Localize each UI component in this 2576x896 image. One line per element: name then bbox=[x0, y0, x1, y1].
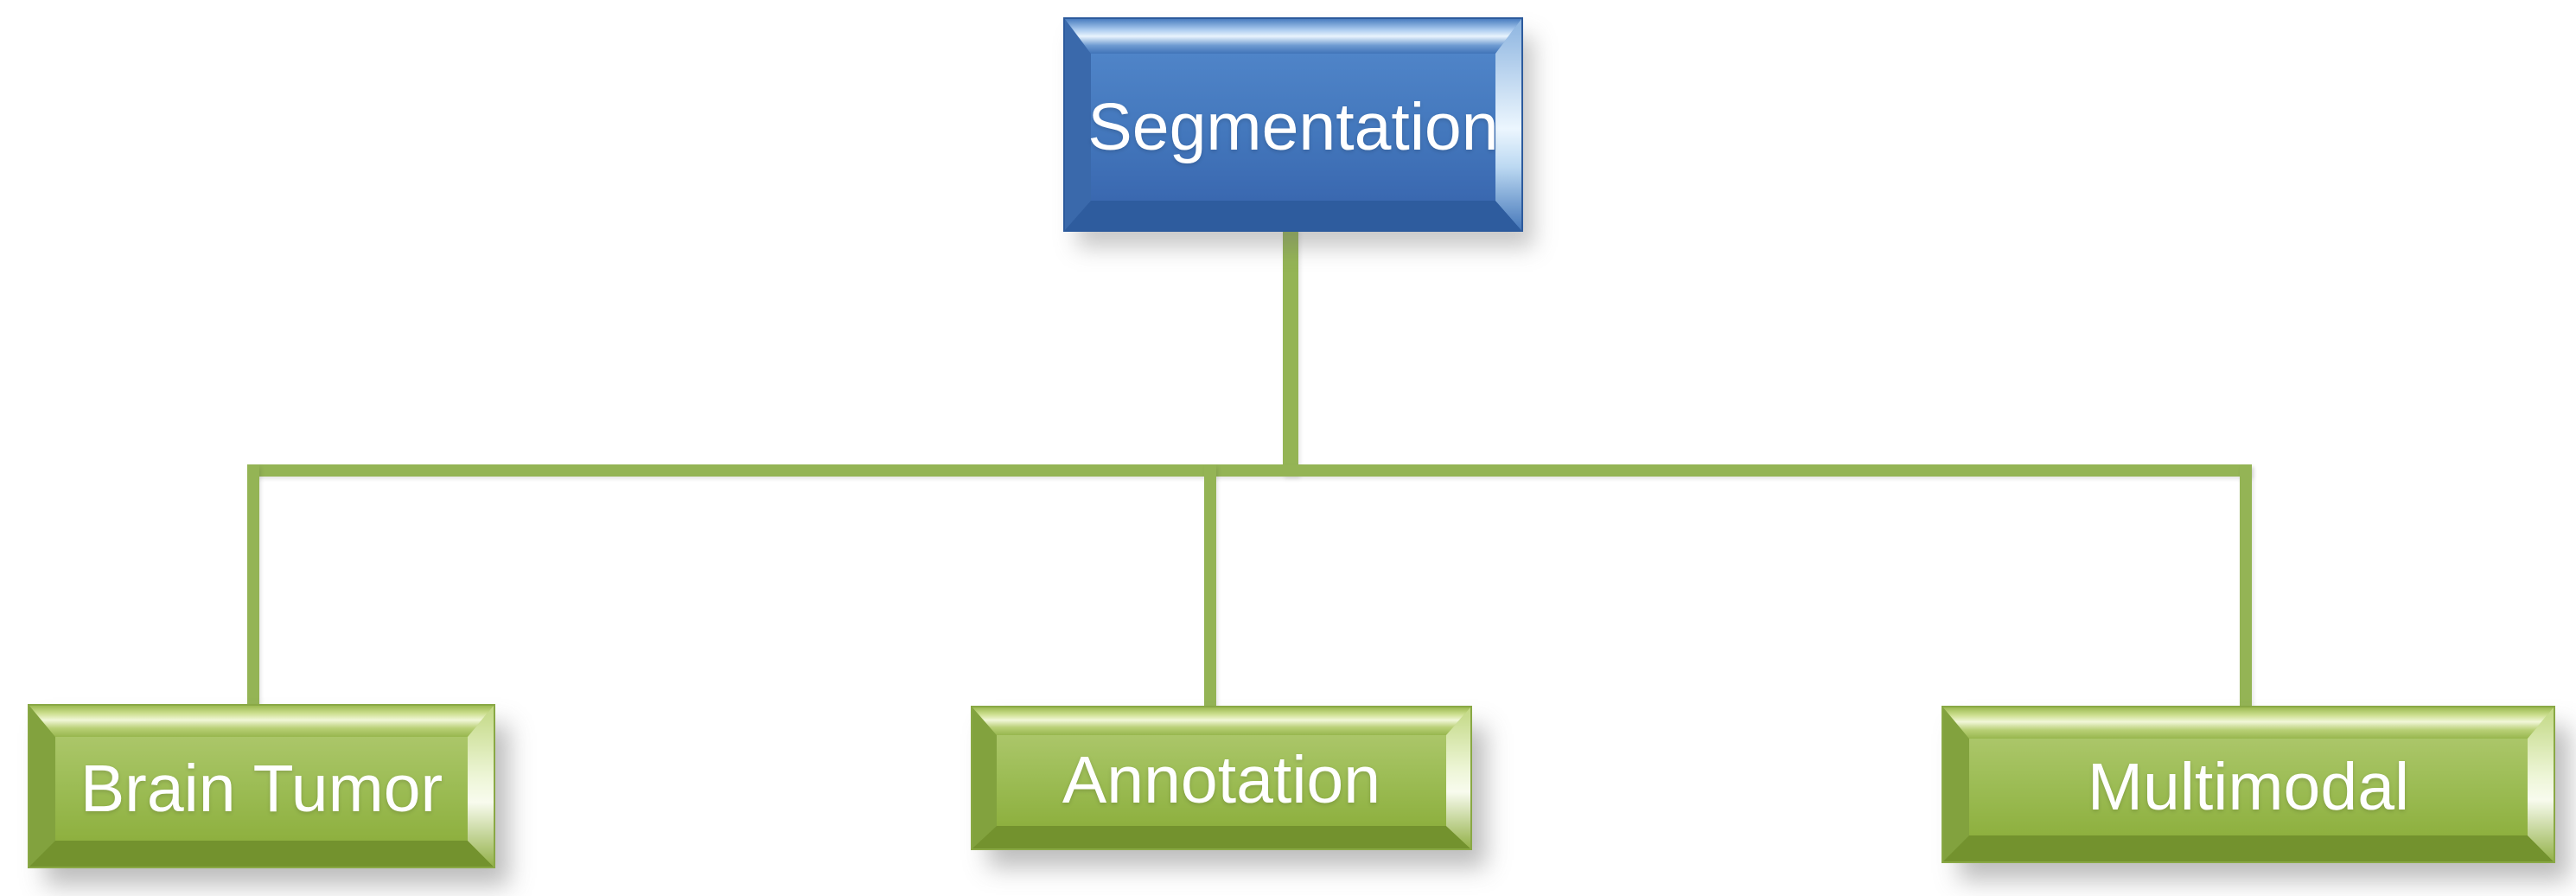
node-multimodal: Multimodal bbox=[1943, 707, 2554, 861]
node-multimodal-label: Multimodal bbox=[2087, 749, 2410, 824]
node-brain-tumor-label: Brain Tumor bbox=[80, 751, 443, 826]
connector-drop-brain-tumor bbox=[247, 464, 259, 709]
connector-drop-multimodal bbox=[2240, 464, 2252, 716]
connector-horizontal-line bbox=[247, 464, 2252, 477]
connector-drop-annotation bbox=[1204, 464, 1216, 711]
node-annotation: Annotation bbox=[972, 707, 1470, 848]
node-segmentation: Segmentation bbox=[1065, 19, 1521, 230]
connector-root-stem bbox=[1283, 228, 1298, 476]
node-segmentation-label: Segmentation bbox=[1087, 89, 1499, 164]
node-brain-tumor: Brain Tumor bbox=[29, 706, 494, 867]
node-annotation-label: Annotation bbox=[1062, 743, 1381, 817]
